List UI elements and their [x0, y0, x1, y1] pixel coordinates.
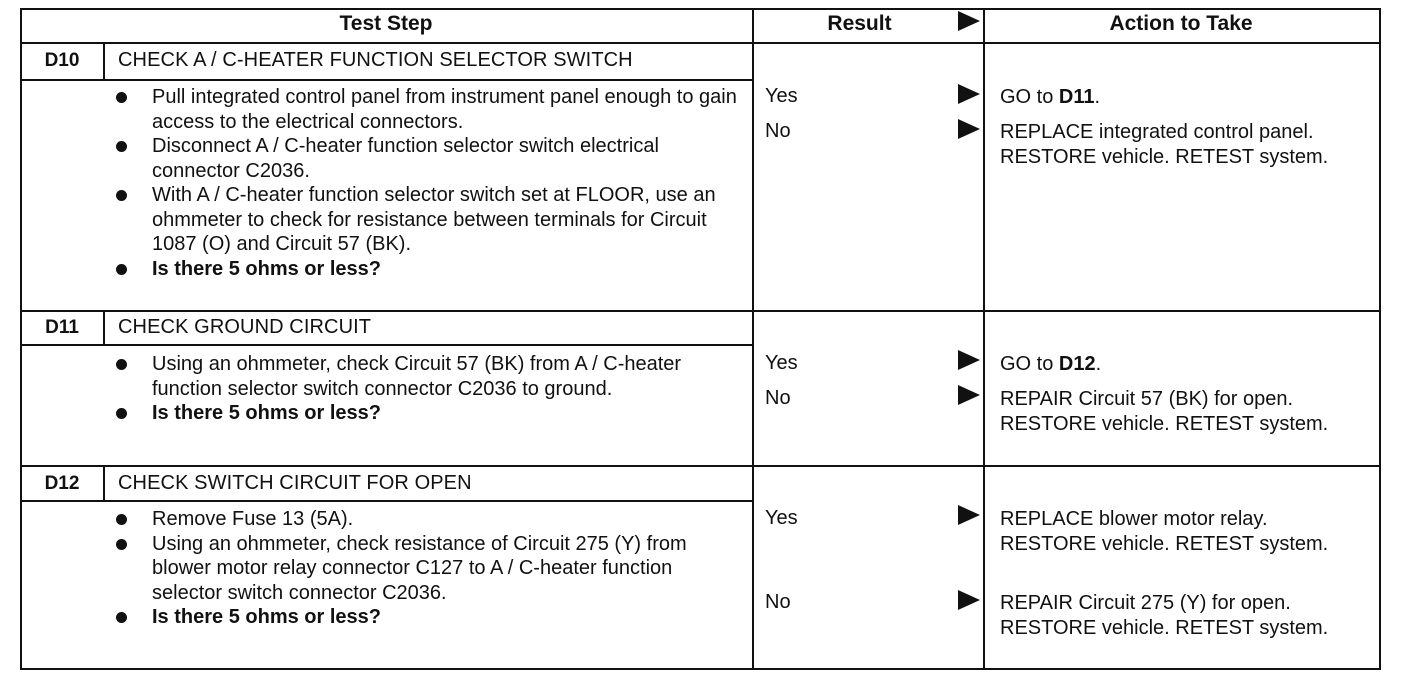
arrow-icon [958, 119, 980, 139]
result-no: No [765, 591, 791, 613]
action-text: GO to D12. [1000, 353, 1102, 375]
step-question: Is there 5 ohms or less? [116, 257, 742, 282]
arrow-icon [958, 84, 980, 104]
instruction-item: With A / C-heater function selector swit… [116, 183, 742, 257]
table-right-border [1379, 8, 1381, 670]
header-result: Result [827, 12, 892, 35]
step-code: D12 [44, 473, 80, 494]
step-instructions: Pull integrated control panel from instr… [116, 85, 742, 282]
header-bottom-border [20, 42, 1380, 44]
action-text: REPLACE blower motor relay. RESTORE vehi… [1000, 508, 1329, 555]
step-title: CHECK A / C-HEATER FUNCTION SELECTOR SWI… [118, 49, 633, 71]
table-top-border [20, 8, 1380, 10]
table-left-border [20, 8, 22, 670]
action-text: REPAIR Circuit 57 (BK) for open. RESTORE… [1000, 388, 1329, 435]
d10-code-divider [103, 42, 105, 80]
instruction-item: Pull integrated control panel from instr… [116, 85, 742, 134]
instruction-item: Using an ohmmeter, check Circuit 57 (BK)… [116, 352, 692, 401]
step-instructions: Using an ohmmeter, check Circuit 57 (BK)… [116, 352, 692, 426]
arrow-icon [958, 350, 980, 370]
action-text: REPLACE integrated control panel. RESTOR… [1000, 121, 1329, 168]
header-arrow-icon [958, 11, 980, 31]
table-bottom-border [20, 668, 1380, 670]
step-title: CHECK SWITCH CIRCUIT FOR OPEN [118, 472, 472, 494]
d12-code-divider [103, 465, 105, 501]
d10-title-underline [20, 79, 753, 81]
step-code: D10 [44, 50, 80, 71]
d10-bottom-border [20, 310, 1380, 312]
result-no: No [765, 387, 791, 409]
arrow-icon [958, 505, 980, 525]
header-action: Action to Take [1109, 12, 1253, 35]
d11-code-divider [103, 310, 105, 345]
step-code: D11 [45, 317, 79, 338]
step-question: Is there 5 ohms or less? [116, 605, 732, 630]
instruction-item: Remove Fuse 13 (5A). [116, 507, 732, 532]
instruction-item: Using an ohmmeter, check resistance of C… [116, 532, 732, 606]
column-divider-step-result [752, 8, 754, 670]
arrow-icon [958, 385, 980, 405]
d12-title-underline [20, 500, 753, 502]
result-yes: Yes [765, 85, 798, 107]
result-yes: Yes [765, 352, 798, 374]
result-yes: Yes [765, 507, 798, 529]
action-text: GO to D11. [1000, 86, 1101, 108]
action-text: REPAIR Circuit 275 (Y) for open. RESTORE… [1000, 592, 1329, 639]
instruction-item: Disconnect A / C-heater function selecto… [116, 134, 742, 183]
step-instructions: Remove Fuse 13 (5A). Using an ohmmeter, … [116, 507, 732, 630]
step-question: Is there 5 ohms or less? [116, 401, 692, 426]
arrow-icon [958, 590, 980, 610]
d11-bottom-border [20, 465, 1380, 467]
header-test-step: Test Step [339, 12, 433, 35]
d11-title-underline [20, 344, 753, 346]
column-divider-result-action [983, 8, 985, 670]
result-no: No [765, 120, 791, 142]
step-title: CHECK GROUND CIRCUIT [118, 316, 372, 338]
